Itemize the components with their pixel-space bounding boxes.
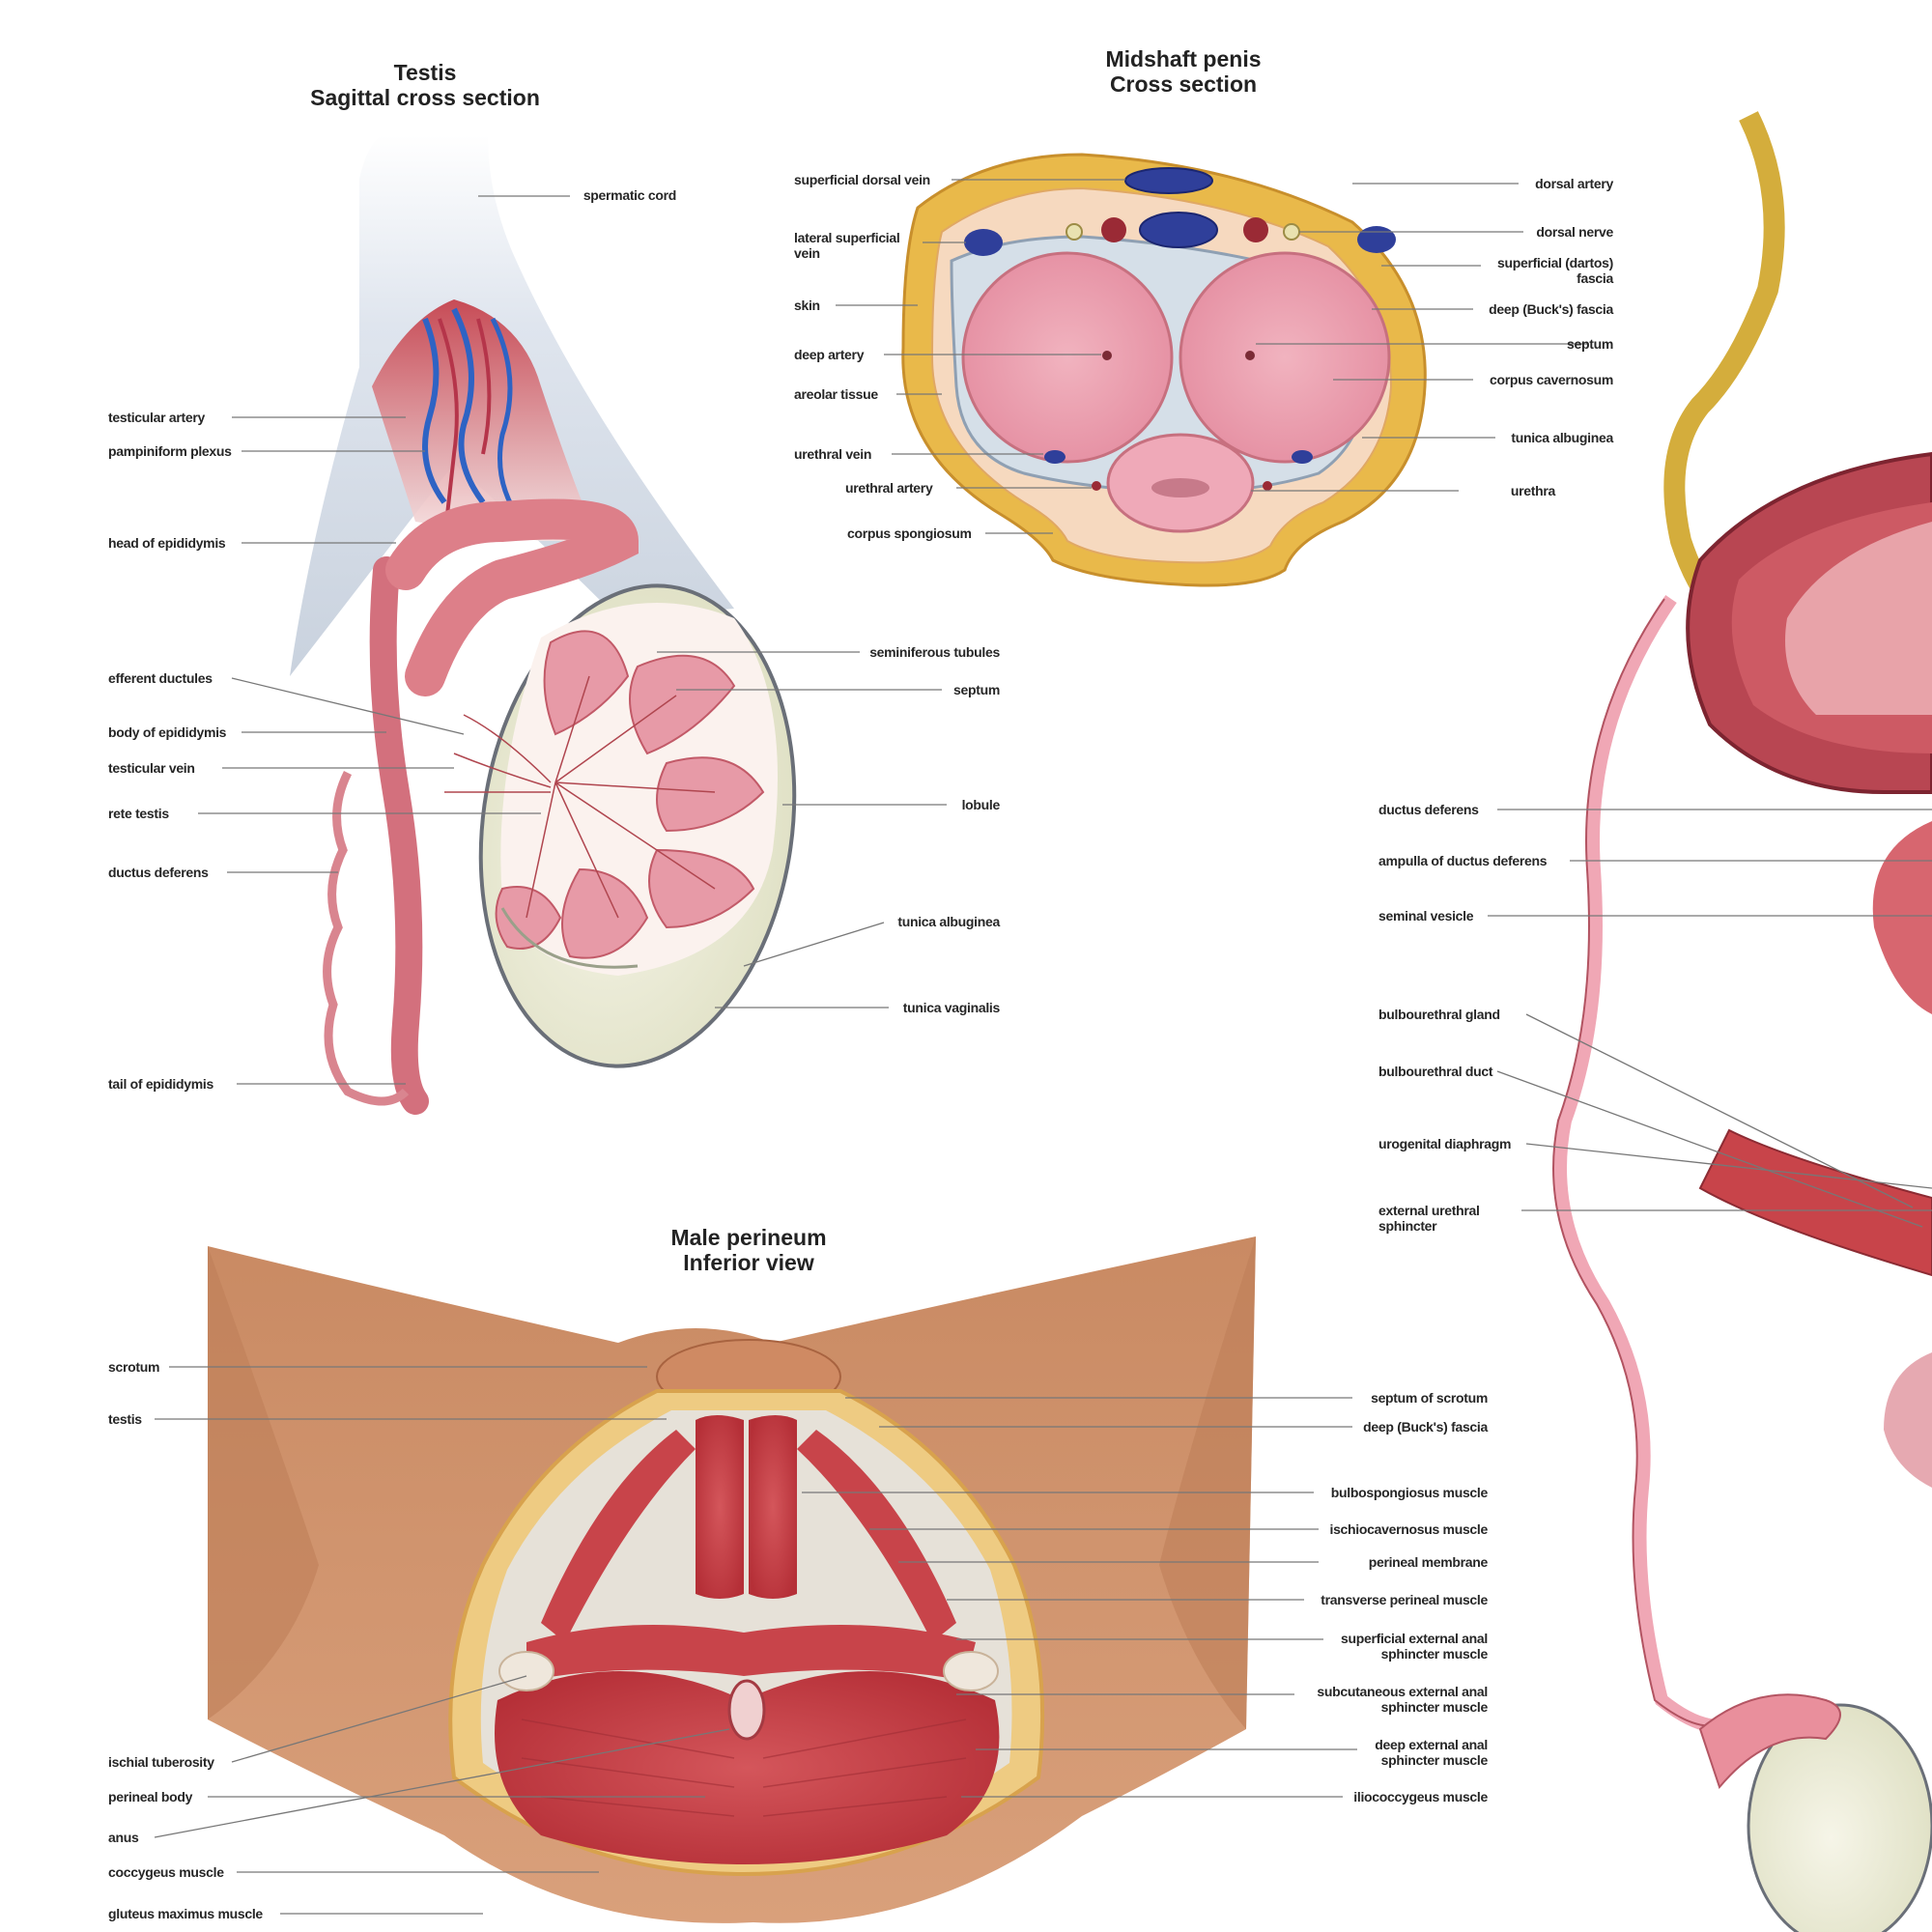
label-pampiniform-plexus: pampiniform plexus [108,443,232,459]
label-deep-external-anal-sphincter: deep external anal sphincter muscle [1375,1737,1488,1768]
label-spermatic-cord: spermatic cord [582,187,676,203]
label-head-of-epididymis: head of epididymis [108,535,226,551]
testis-title: Testis Sagittal cross section [299,60,551,110]
label-bulbourethral-gland: bulbourethral gland [1378,1007,1500,1022]
penis-title: Midshaft penis Cross section [1053,46,1314,97]
label-ischiocavernosus-muscle: ischiocavernosus muscle [1329,1521,1488,1537]
label-bulbospongiosus-muscle: bulbospongiosus muscle [1330,1485,1489,1500]
leader-lines [154,179,1932,1915]
label-gluteus-maximus-muscle: gluteus maximus muscle [108,1906,263,1921]
label-lateral-superficial-vein: lateral superficial vein [794,230,900,261]
label-corpus-cavernosum: corpus cavernosum [1490,372,1613,387]
label-efferent-ductules: efferent ductules [108,670,213,686]
label-superficial-external-anal-sphincter: superficial external anal sphincter musc… [1340,1631,1488,1662]
label-perineal-membrane: perineal membrane [1368,1554,1489,1570]
label-testicular-artery: testicular artery [108,410,205,425]
label-dorsal-artery: dorsal artery [1535,176,1613,191]
penis-title-text: Midshaft penis [1105,46,1262,71]
sagittal-pelvis-drawing [1552,111,1932,1932]
label-urogenital-diaphragm: urogenital diaphragm [1378,1136,1512,1151]
label-ductus-deferens-sagittal: ductus deferens [1378,802,1479,817]
perineum-subtitle: Inferior view [683,1250,814,1275]
label-septum-testis: septum [953,682,1000,697]
label-tunica-albuginea-testis: tunica albuginea [897,914,1000,929]
label-deep-bucks-fascia-perineum: deep (Buck's) fascia [1363,1419,1488,1435]
penis-cross-section-drawing [901,153,1427,587]
label-ampulla-of-ductus-deferens: ampulla of ductus deferens [1378,853,1548,868]
label-testis: testis [108,1411,142,1427]
label-body-of-epididymis: body of epididymis [108,724,227,740]
label-scrotum: scrotum [108,1359,160,1375]
label-tail-of-epididymis: tail of epididymis [108,1076,213,1092]
label-seminiferous-tubules: seminiferous tubules [869,644,1000,660]
label-ischial-tuberosity: ischial tuberosity [108,1754,214,1770]
label-anus: anus [108,1830,139,1845]
perineum-title: Male perineum Inferior view [618,1225,879,1275]
label-bulbourethral-duct: bulbourethral duct [1378,1064,1493,1079]
label-superficial-dartos-fascia: superficial (dartos) fascia [1496,255,1613,286]
testis-subtitle: Sagittal cross section [310,85,540,110]
label-perineal-body: perineal body [108,1789,193,1804]
label-corpus-spongiosum: corpus spongiosum [847,526,972,541]
label-iliococcygeus-muscle: iliococcygeus muscle [1353,1789,1488,1804]
perineum-title-text: Male perineum [670,1225,827,1250]
label-urethra: urethra [1510,483,1555,498]
label-superficial-dorsal-vein: superficial dorsal vein [794,172,930,187]
label-transverse-perineal-muscle: transverse perineal muscle [1321,1592,1488,1607]
testis-drawing [290,135,797,1115]
label-tunica-albuginea-penis: tunica albuginea [1511,430,1613,445]
label-ductus-deferens-testis: ductus deferens [108,865,209,880]
label-urethral-artery: urethral artery [845,480,933,496]
label-dorsal-nerve: dorsal nerve [1536,224,1613,240]
label-testicular-vein: testicular vein [108,760,195,776]
label-deep-bucks-fascia-penis: deep (Buck's) fascia [1489,301,1613,317]
label-areolar-tissue: areolar tissue [794,386,878,402]
label-subcutaneous-external-anal-sphincter: subcutaneous external anal sphincter mus… [1317,1684,1488,1715]
label-rete-testis: rete testis [108,806,169,821]
label-skin: skin [794,298,820,313]
label-urethral-vein: urethral vein [794,446,872,462]
label-septum-penis: septum [1567,336,1613,352]
label-lobule: lobule [961,797,1001,812]
testis-title-text: Testis [393,60,457,85]
label-tunica-vaginalis: tunica vaginalis [902,1000,1001,1015]
label-external-urethral-sphincter: external urethral sphincter [1378,1203,1480,1234]
label-seminal-vesicle: seminal vesicle [1378,908,1474,923]
perineum-drawing [208,1236,1256,1923]
label-septum-of-scrotum: septum of scrotum [1371,1390,1488,1406]
penis-subtitle: Cross section [1109,71,1258,97]
label-coccygeus-muscle: coccygeus muscle [108,1864,224,1880]
label-deep-artery: deep artery [794,347,865,362]
